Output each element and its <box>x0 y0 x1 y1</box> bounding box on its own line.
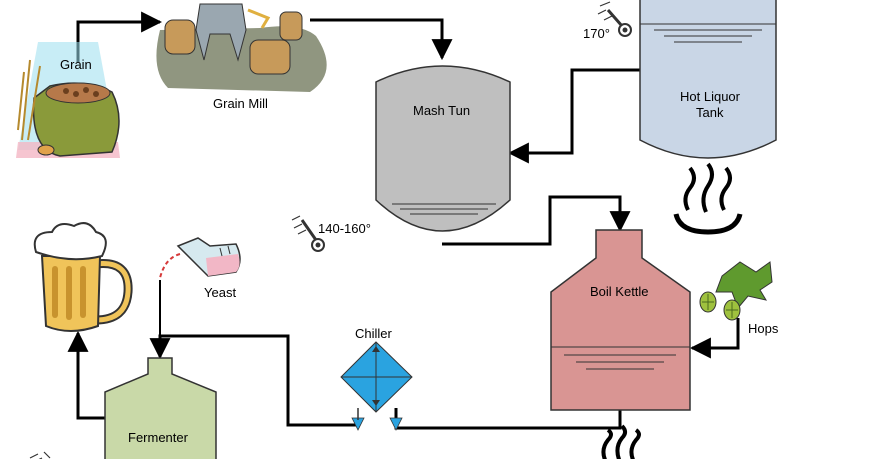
thermometer-icon <box>291 215 325 252</box>
hot-liquor-tank-node: Hot Liquor Tank <box>639 0 777 159</box>
pipes <box>67 11 740 430</box>
grain-mill-node: Grain Mill <box>156 3 327 111</box>
grain-mill-label: Grain Mill <box>213 96 268 111</box>
grain-label: Grain <box>60 57 92 72</box>
pipe-fermenter-to-mug <box>67 330 105 420</box>
grain-node: Grain <box>16 42 120 158</box>
hot-liquor-temp: 170° <box>583 26 610 41</box>
fermenter-node: Fermenter <box>104 357 217 463</box>
pipe-chiller-to-fermenter <box>149 334 356 427</box>
hops-icon <box>699 261 773 321</box>
pipe-mill-to-mashtun <box>310 18 453 61</box>
boil-kettle-vessel <box>550 229 691 411</box>
hops-label: Hops <box>748 321 779 336</box>
hot-liquor-tank-label-2: Tank <box>696 105 724 120</box>
mash-tun-node: Mash Tun <box>375 65 511 232</box>
hot-liquor-tank-vessel <box>639 0 777 159</box>
chiller-node: Chiller <box>340 326 413 431</box>
boil-kettle-node: Boil Kettle <box>550 229 691 411</box>
grain-sack-icon <box>17 59 120 157</box>
mash-tun-label: Mash Tun <box>413 103 470 118</box>
yeast-node: Yeast <box>176 237 241 300</box>
pipe-hlt-to-mashtun <box>507 68 642 164</box>
heat-flame-icon <box>673 162 743 235</box>
chiller-label: Chiller <box>355 326 393 341</box>
yeast-label: Yeast <box>204 285 236 300</box>
thermometer-icon <box>29 451 51 463</box>
mash-tun-vessel <box>375 65 511 232</box>
thermometer-icon <box>597 1 632 37</box>
beer-mug-icon <box>33 222 133 332</box>
hops-node: Hops <box>699 261 779 336</box>
yeast-flask-icon <box>176 237 241 277</box>
boil-kettle-label: Boil Kettle <box>590 284 649 299</box>
hot-liquor-tank-label-1: Hot Liquor <box>680 89 741 104</box>
pipe-mashtun-to-kettle <box>442 195 631 246</box>
beer-mug-node <box>33 222 133 332</box>
pipe-kettle-to-chiller <box>394 408 622 430</box>
fermenter-label: Fermenter <box>128 430 189 445</box>
pipe-hops-to-kettle <box>689 318 740 359</box>
mash-temp: 140-160° <box>318 221 371 236</box>
yeast-pour-stream <box>159 253 181 279</box>
heat-flame-icon <box>601 424 641 463</box>
grain-mill-icon <box>156 3 327 93</box>
